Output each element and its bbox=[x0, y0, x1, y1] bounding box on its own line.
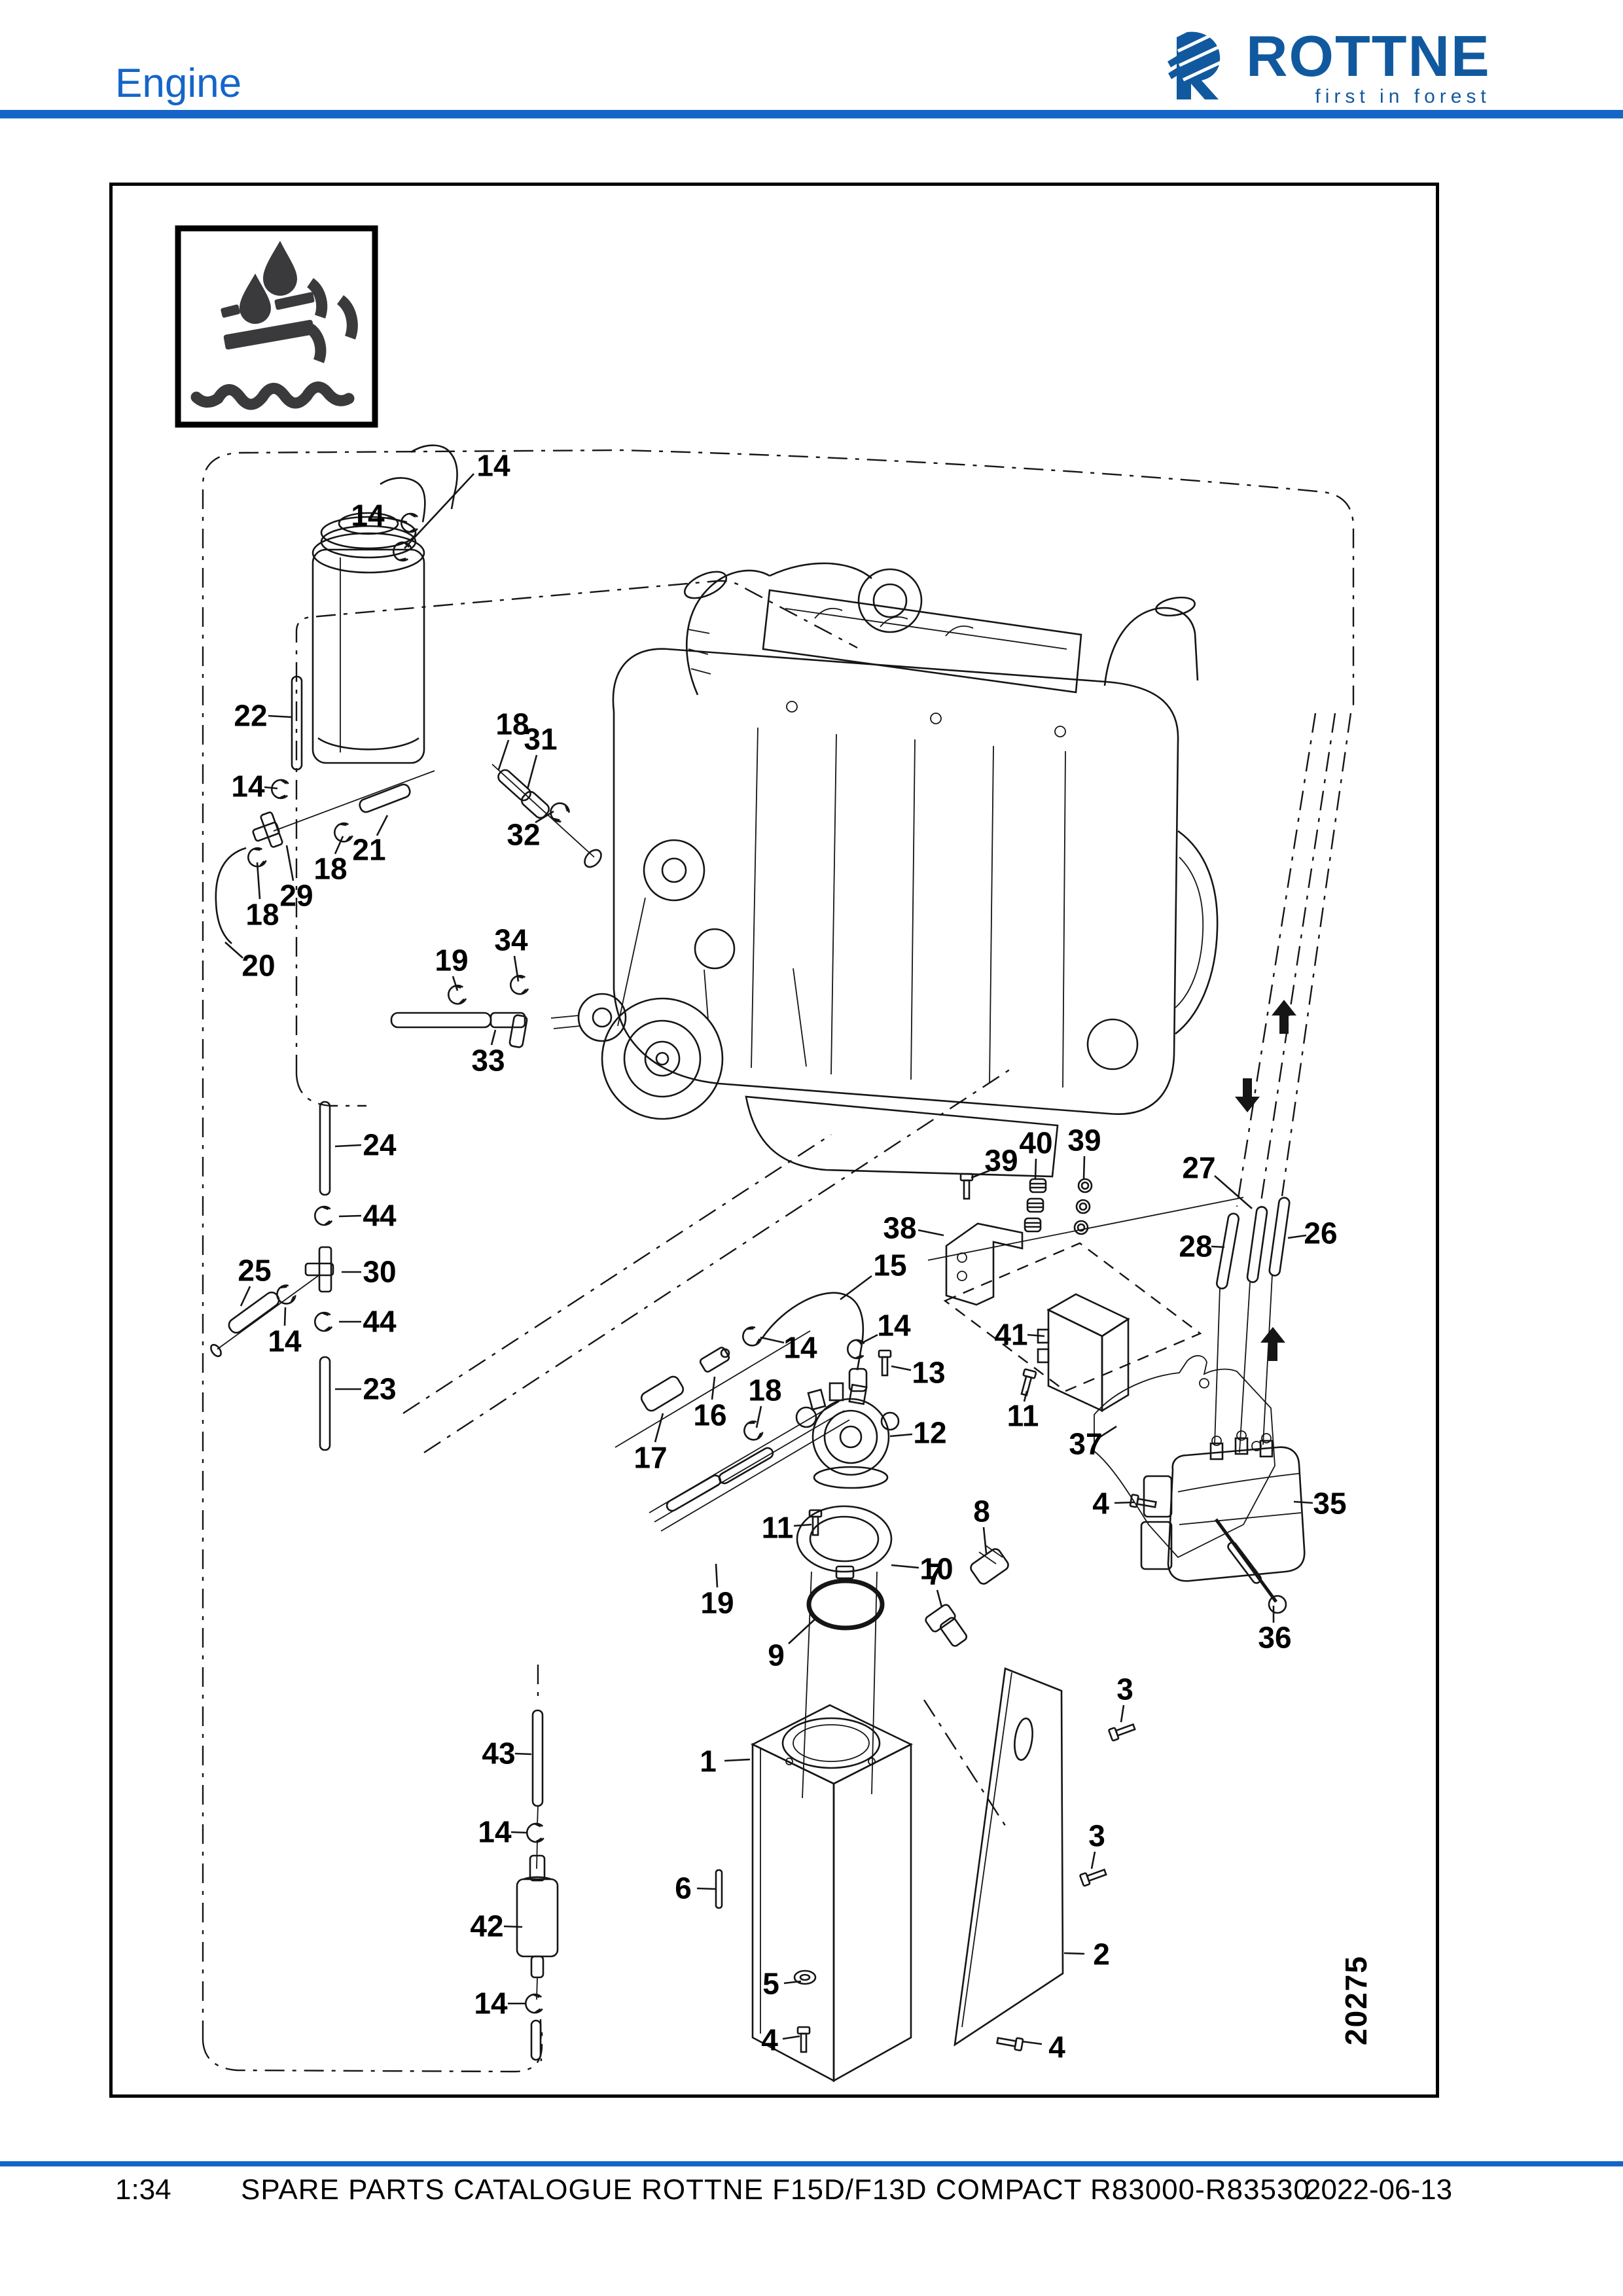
header-rule bbox=[0, 110, 1623, 118]
part-callout-8: 8 bbox=[973, 1494, 990, 1528]
part-callout-18: 18 bbox=[495, 707, 529, 741]
part-callout-17: 17 bbox=[633, 1440, 668, 1475]
part-callout-2: 2 bbox=[1093, 1937, 1110, 1971]
part-callout-44: 44 bbox=[363, 1198, 397, 1233]
rottne-logo-mark bbox=[1168, 31, 1224, 99]
part-callout-19: 19 bbox=[700, 1585, 734, 1620]
page-title: Engine bbox=[115, 61, 242, 106]
part-callout-15: 15 bbox=[873, 1248, 907, 1282]
part-callout-35: 35 bbox=[1313, 1486, 1347, 1521]
part-callout-20: 20 bbox=[241, 948, 276, 983]
footer-date: 2022-06-13 bbox=[1305, 2174, 1453, 2206]
part-callout-13: 13 bbox=[912, 1355, 946, 1390]
brand-logo: ROTTNE first in forest bbox=[1166, 24, 1533, 108]
part-callout-31: 31 bbox=[524, 722, 558, 756]
part-callout-11: 11 bbox=[761, 1510, 794, 1545]
part-callout-42: 42 bbox=[470, 1909, 504, 1943]
part-callout-22: 22 bbox=[234, 698, 268, 733]
part-callout-36: 36 bbox=[1258, 1620, 1292, 1655]
part-callout-3: 3 bbox=[1088, 1818, 1105, 1853]
part-callout-14: 14 bbox=[231, 769, 265, 804]
part-callout-39: 39 bbox=[1067, 1123, 1101, 1157]
part-callout-33: 33 bbox=[471, 1043, 505, 1078]
part-callout-39: 39 bbox=[984, 1143, 1018, 1178]
part-callout-28: 28 bbox=[1179, 1229, 1213, 1263]
footer-page-ref: 1:34 bbox=[115, 2174, 171, 2206]
part-callout-4: 4 bbox=[1048, 2030, 1065, 2064]
part-callout-6: 6 bbox=[675, 1871, 692, 1905]
part-callout-4: 4 bbox=[1092, 1486, 1109, 1521]
part-callout-14: 14 bbox=[268, 1324, 302, 1358]
part-callout-18: 18 bbox=[245, 897, 279, 932]
part-callout-14: 14 bbox=[351, 498, 385, 533]
part-callout-21: 21 bbox=[352, 832, 386, 867]
footer-catalog-title: SPARE PARTS CATALOGUE ROTTNE F15D/F13D C… bbox=[241, 2174, 1310, 2206]
part-callout-12: 12 bbox=[913, 1415, 947, 1450]
part-callout-26: 26 bbox=[1304, 1216, 1338, 1250]
parts-diagram-frame bbox=[109, 183, 1439, 2098]
part-callout-29: 29 bbox=[279, 878, 313, 913]
part-callout-25: 25 bbox=[238, 1253, 272, 1288]
part-callout-16: 16 bbox=[693, 1398, 727, 1432]
part-callout-34: 34 bbox=[494, 923, 528, 957]
part-callout-3: 3 bbox=[1116, 1672, 1133, 1706]
part-callout-32: 32 bbox=[507, 817, 541, 852]
part-callout-38: 38 bbox=[883, 1210, 917, 1245]
part-callout-14: 14 bbox=[877, 1308, 911, 1343]
part-callout-4: 4 bbox=[761, 2022, 778, 2057]
part-callout-19: 19 bbox=[435, 943, 469, 978]
part-callout-43: 43 bbox=[482, 1736, 516, 1771]
footer-rule bbox=[0, 2161, 1623, 2166]
part-callout-14: 14 bbox=[476, 448, 510, 483]
part-callout-5: 5 bbox=[762, 1966, 779, 2001]
part-callout-18: 18 bbox=[313, 851, 348, 886]
part-callout-18: 18 bbox=[748, 1373, 782, 1407]
part-callout-37: 37 bbox=[1069, 1426, 1103, 1461]
part-callout-7: 7 bbox=[926, 1557, 943, 1591]
rottne-wordmark: ROTTNE bbox=[1246, 24, 1491, 88]
part-callout-40: 40 bbox=[1019, 1125, 1053, 1160]
drawing-number-stamp: 20275 bbox=[1339, 1955, 1373, 2045]
part-callout-1: 1 bbox=[700, 1744, 717, 1778]
part-callout-44: 44 bbox=[363, 1304, 397, 1339]
part-callout-10: 10 bbox=[919, 1551, 954, 1586]
part-callout-14: 14 bbox=[783, 1330, 817, 1365]
part-callout-23: 23 bbox=[363, 1371, 397, 1406]
part-callout-14: 14 bbox=[478, 1814, 512, 1849]
part-callout-41: 41 bbox=[994, 1317, 1028, 1352]
logo-tagline: first in forest bbox=[1315, 85, 1491, 107]
part-callout-27: 27 bbox=[1182, 1150, 1216, 1185]
part-callout-9: 9 bbox=[768, 1638, 785, 1672]
part-callout-30: 30 bbox=[363, 1254, 397, 1289]
part-callout-11: 11 bbox=[1007, 1398, 1039, 1433]
part-callout-24: 24 bbox=[363, 1127, 397, 1162]
part-callout-14: 14 bbox=[474, 1986, 508, 2021]
